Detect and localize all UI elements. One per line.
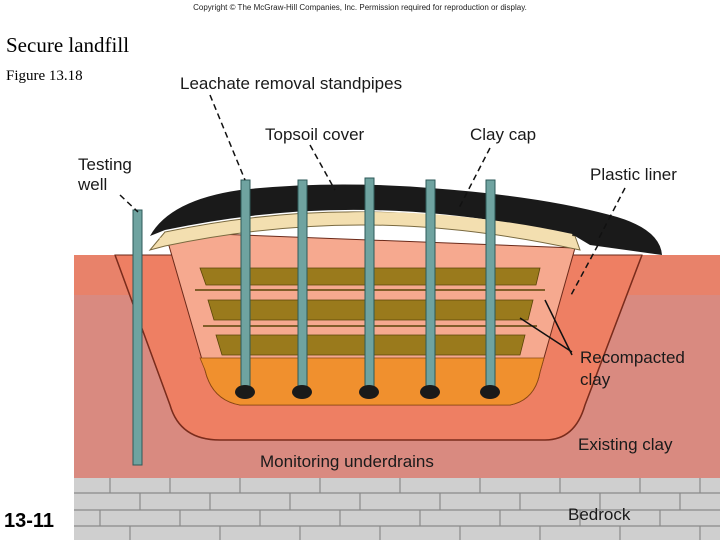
label-recompacted-clay: clay	[580, 370, 611, 389]
figure-caption: Figure 13.18	[6, 68, 83, 84]
label-plastic-liner: Plastic liner	[590, 165, 677, 184]
slide-title: Secure landfill	[6, 33, 130, 57]
clay-cap	[150, 184, 662, 255]
label-topsoil: Topsoil cover	[265, 125, 365, 144]
label-underdrains: Monitoring underdrains	[260, 452, 434, 471]
label-testing: Testing	[78, 155, 132, 174]
bedrock-layer	[74, 478, 720, 540]
label-standpipes: Leachate removal standpipes	[180, 74, 402, 93]
label-bedrock: Bedrock	[568, 505, 631, 524]
label-recompacted: Recompacted	[580, 348, 685, 367]
label-existing-clay: Existing clay	[578, 435, 673, 454]
testing-well	[132, 209, 143, 466]
label-well: well	[77, 175, 107, 194]
slide-number: 13-11	[4, 510, 55, 532]
leachate-standpipes	[235, 177, 500, 399]
leader-lines	[119, 94, 626, 356]
label-clay-cap: Clay cap	[470, 125, 536, 144]
copyright-notice: Copyright © The McGraw-Hill Companies, I…	[193, 3, 527, 12]
